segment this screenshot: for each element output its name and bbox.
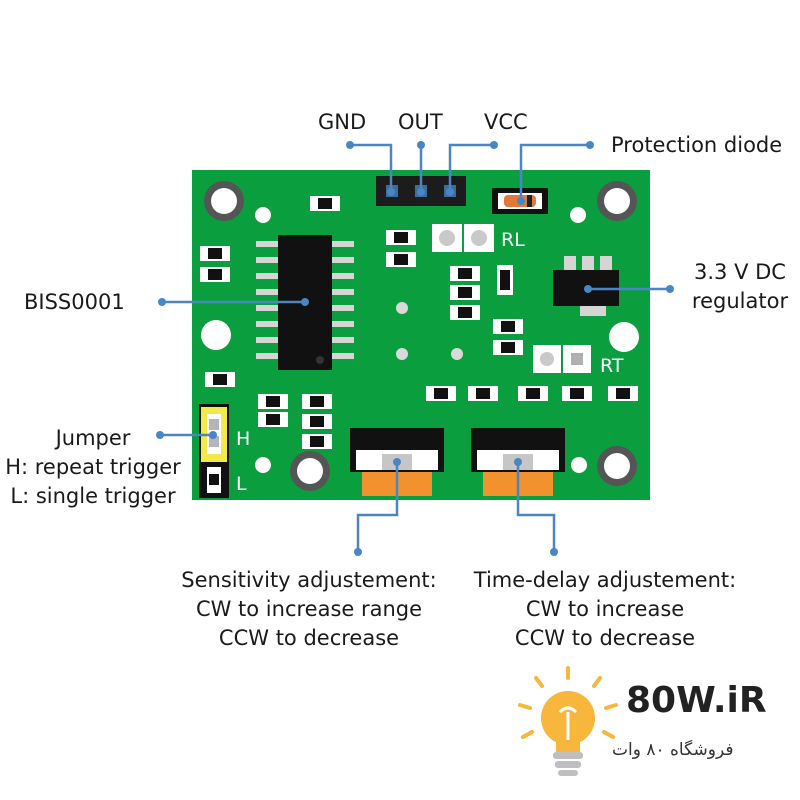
via	[570, 207, 586, 223]
via	[201, 320, 231, 350]
mounting-hole-bottom-left	[290, 451, 330, 491]
pin-label-vcc: VCC	[484, 110, 528, 134]
leader-time-delay	[516, 462, 556, 552]
smd-body	[310, 436, 324, 447]
mounting-hole-top-right	[597, 181, 637, 221]
leader-sensitivity	[356, 462, 399, 552]
smd-components	[200, 196, 638, 449]
smd-body	[501, 342, 515, 353]
mounting-hole-top-left	[204, 181, 244, 221]
via	[571, 457, 587, 473]
smd-body	[526, 388, 540, 399]
smd-body	[458, 287, 472, 298]
leader-dots	[156, 141, 674, 556]
smd-body	[266, 396, 280, 407]
label-jumper-line1: Jumper	[55, 426, 131, 450]
pin-label-gnd: GND	[318, 110, 367, 134]
smd-body	[310, 396, 324, 407]
leader-gnd	[350, 143, 393, 192]
smd-body	[318, 198, 332, 209]
label-time-delay-line1: Time-delay adjustement:	[473, 568, 737, 592]
via	[255, 457, 271, 473]
board-mark-rl: RL	[501, 229, 525, 251]
via	[451, 348, 463, 360]
leader-diode	[519, 143, 590, 201]
board-mark-h: H	[236, 428, 250, 450]
via	[255, 207, 271, 223]
via	[396, 348, 408, 360]
rt-pads	[533, 345, 591, 373]
label-sensitivity-line1: Sensitivity adjustement:	[181, 568, 437, 592]
brand-name: 80W.iR	[626, 680, 767, 721]
label-sensitivity-line3: CCW to decrease	[218, 626, 400, 650]
via	[609, 322, 639, 352]
smd-body	[208, 269, 222, 280]
label-time-delay-line2: CW to increase	[525, 597, 685, 621]
label-protection-diode: Protection diode	[611, 133, 783, 157]
via	[396, 302, 408, 314]
smd-body	[616, 388, 630, 399]
smd-body	[570, 388, 584, 399]
smd-body	[208, 248, 222, 259]
label-sensitivity-line2: CW to increase range	[195, 597, 423, 621]
label-biss0001: BISS0001	[24, 290, 125, 314]
label-jumper-line2: H: repeat trigger	[5, 455, 181, 479]
label-time-delay-line3: CCW to decrease	[514, 626, 696, 650]
smd-body	[310, 416, 324, 427]
label-time-delay: Time-delay adjustement: CW to increase C…	[460, 566, 750, 653]
board-mark-rt: RT	[600, 355, 624, 377]
smd-body	[458, 307, 472, 318]
ic-pins-right	[330, 241, 354, 359]
label-regulator-line1: 3.3 V DC	[694, 260, 786, 284]
ic-pins-left	[256, 241, 280, 359]
leader-vcc	[448, 143, 494, 192]
label-jumper-line3: L: single trigger	[10, 484, 176, 508]
mounting-hole-bottom-right	[597, 446, 637, 486]
brand-subtitle: فروشگاه ۸۰ وات	[612, 740, 734, 760]
smd-body	[213, 374, 227, 385]
smd-body	[476, 388, 490, 399]
smd-body	[394, 254, 408, 265]
smd-body	[458, 268, 472, 279]
leader-lines	[160, 143, 670, 552]
board-mark-l: L	[236, 473, 247, 495]
label-regulator-line2: regulator	[691, 289, 789, 313]
rl-pads	[432, 224, 494, 252]
smd-body	[501, 321, 515, 332]
pin-label-out: OUT	[398, 110, 443, 134]
lightbulb-icon	[518, 666, 618, 776]
label-regulator: 3.3 V DC regulator	[680, 258, 800, 316]
label-jumper: Jumper H: repeat trigger L: single trigg…	[2, 424, 184, 511]
label-sensitivity: Sensitivity adjustement: CW to increase …	[166, 566, 452, 653]
smd-body	[394, 232, 408, 243]
smd-body	[434, 388, 448, 399]
smd-body	[266, 414, 280, 425]
